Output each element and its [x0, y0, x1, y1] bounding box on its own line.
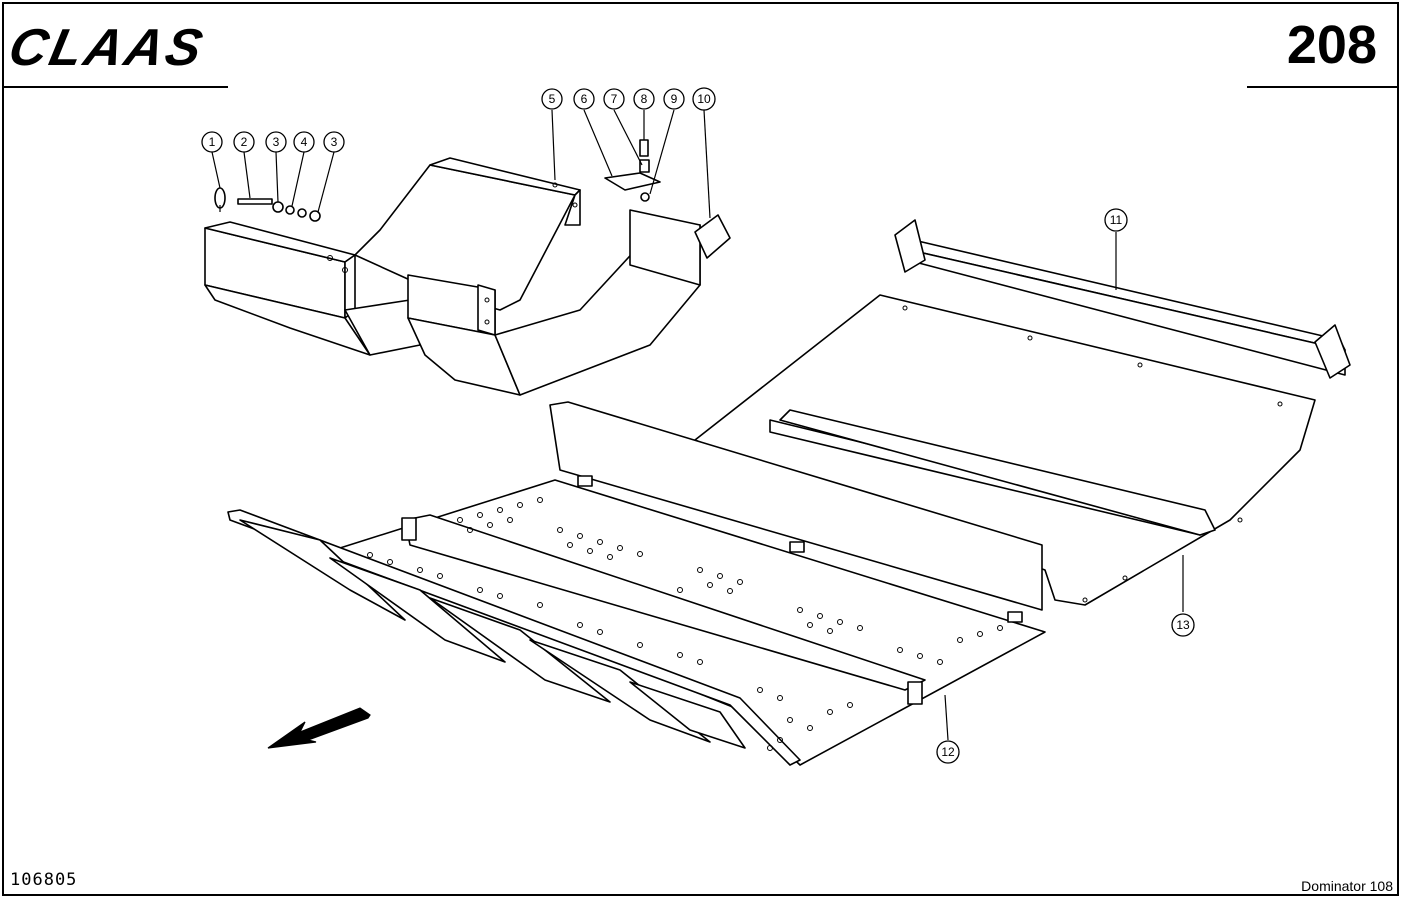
strip-11	[894, 219, 1351, 379]
housing-right	[407, 209, 701, 396]
svg-text:3: 3	[273, 135, 280, 149]
callout-6: 6	[573, 88, 595, 110]
callout-12: 12	[936, 740, 960, 764]
svg-text:4: 4	[301, 135, 308, 149]
callout-11: 11	[1104, 208, 1128, 232]
svg-text:9: 9	[671, 92, 678, 106]
callout-9: 9	[663, 88, 685, 110]
svg-text:5: 5	[549, 92, 556, 106]
tray-12	[227, 401, 1046, 766]
svg-text:11: 11	[1110, 213, 1123, 227]
page-number-underline	[1247, 86, 1399, 88]
callout-7: 7	[603, 88, 625, 110]
flange-plate-10	[694, 214, 731, 259]
svg-text:2: 2	[241, 135, 248, 149]
callout-3a: 3	[265, 131, 287, 153]
perforations	[367, 497, 1003, 751]
svg-text:8: 8	[641, 92, 648, 106]
svg-text:7: 7	[611, 92, 618, 106]
housing-left	[204, 221, 421, 356]
callout-1: 1	[201, 131, 223, 153]
callout-3b: 3	[323, 131, 345, 153]
svg-text:10: 10	[697, 92, 711, 106]
svg-text:6: 6	[581, 92, 588, 106]
direction-arrow	[267, 707, 371, 749]
hardware-set	[214, 187, 321, 222]
svg-text:12: 12	[941, 745, 955, 759]
drawing-number: 106805	[10, 870, 78, 890]
callout-4: 4	[293, 131, 315, 153]
svg-text:13: 13	[1176, 618, 1190, 632]
callout-13: 13	[1171, 613, 1195, 637]
svg-text:1: 1	[209, 135, 216, 149]
model-name: Dominator 108	[1301, 878, 1393, 894]
callout-10: 10	[692, 87, 716, 111]
callout-8: 8	[633, 88, 655, 110]
leader-lines	[211, 109, 1184, 741]
svg-text:3: 3	[331, 135, 338, 149]
logo-underline	[4, 86, 228, 88]
callout-2: 2	[233, 131, 255, 153]
callout-5: 5	[541, 88, 563, 110]
page-number: 208	[1286, 15, 1377, 75]
plate-13	[694, 294, 1316, 606]
latch-assembly	[604, 139, 661, 202]
